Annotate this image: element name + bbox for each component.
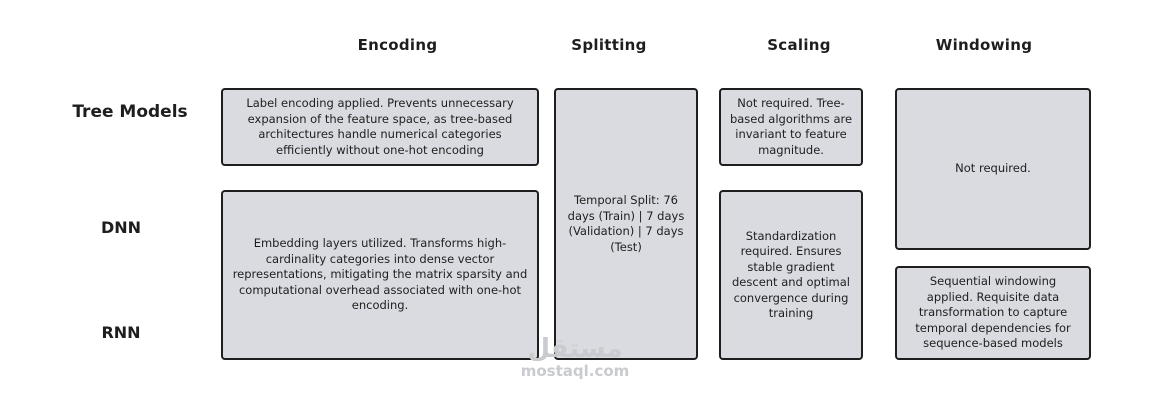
- column-header-windowing: Windowing: [935, 36, 1033, 54]
- cell-text: Embedding layers utilized. Transforms hi…: [232, 236, 528, 313]
- watermark-logo: مستقل mostaql.com: [510, 335, 640, 379]
- cell-encoding-tree-models: Label encoding applied. Prevents unneces…: [221, 88, 539, 166]
- cell-text: Sequential windowing applied. Requisite …: [915, 274, 1071, 351]
- cell-windowing-rnn: Sequential windowing applied. Requisite …: [895, 266, 1091, 360]
- cell-text: Standardization required. Ensures stable…: [732, 228, 850, 321]
- cell-encoding-dnn-rnn: Embedding layers utilized. Transforms hi…: [221, 190, 539, 360]
- cell-text: Not required.: [955, 161, 1031, 176]
- cell-scaling-dnn-rnn: Standardization required. Ensures stable…: [719, 190, 863, 360]
- row-header-dnn: DNN: [100, 218, 142, 237]
- column-header-splitting: Splitting: [571, 36, 647, 54]
- column-header-scaling: Scaling: [767, 36, 831, 54]
- watermark-latin: mostaql.com: [520, 362, 630, 380]
- watermark-arabic: مستقل: [527, 334, 623, 364]
- cell-text: Label encoding applied. Prevents unneces…: [246, 96, 514, 157]
- cell-text: Not required. Tree-based algorithms are …: [729, 96, 853, 157]
- cell-splitting-all: Temporal Split: 76 days (Train) | 7 days…: [554, 88, 698, 360]
- row-header-tree-models: Tree Models: [72, 102, 188, 122]
- cell-text: Temporal Split: 76 days (Train) | 7 days…: [567, 193, 685, 254]
- cell-scaling-tree-models: Not required. Tree-based algorithms are …: [719, 88, 863, 166]
- column-header-encoding: Encoding: [357, 36, 438, 54]
- cell-windowing-tree-dnn: Not required.: [895, 88, 1091, 250]
- row-header-rnn: RNN: [101, 323, 141, 342]
